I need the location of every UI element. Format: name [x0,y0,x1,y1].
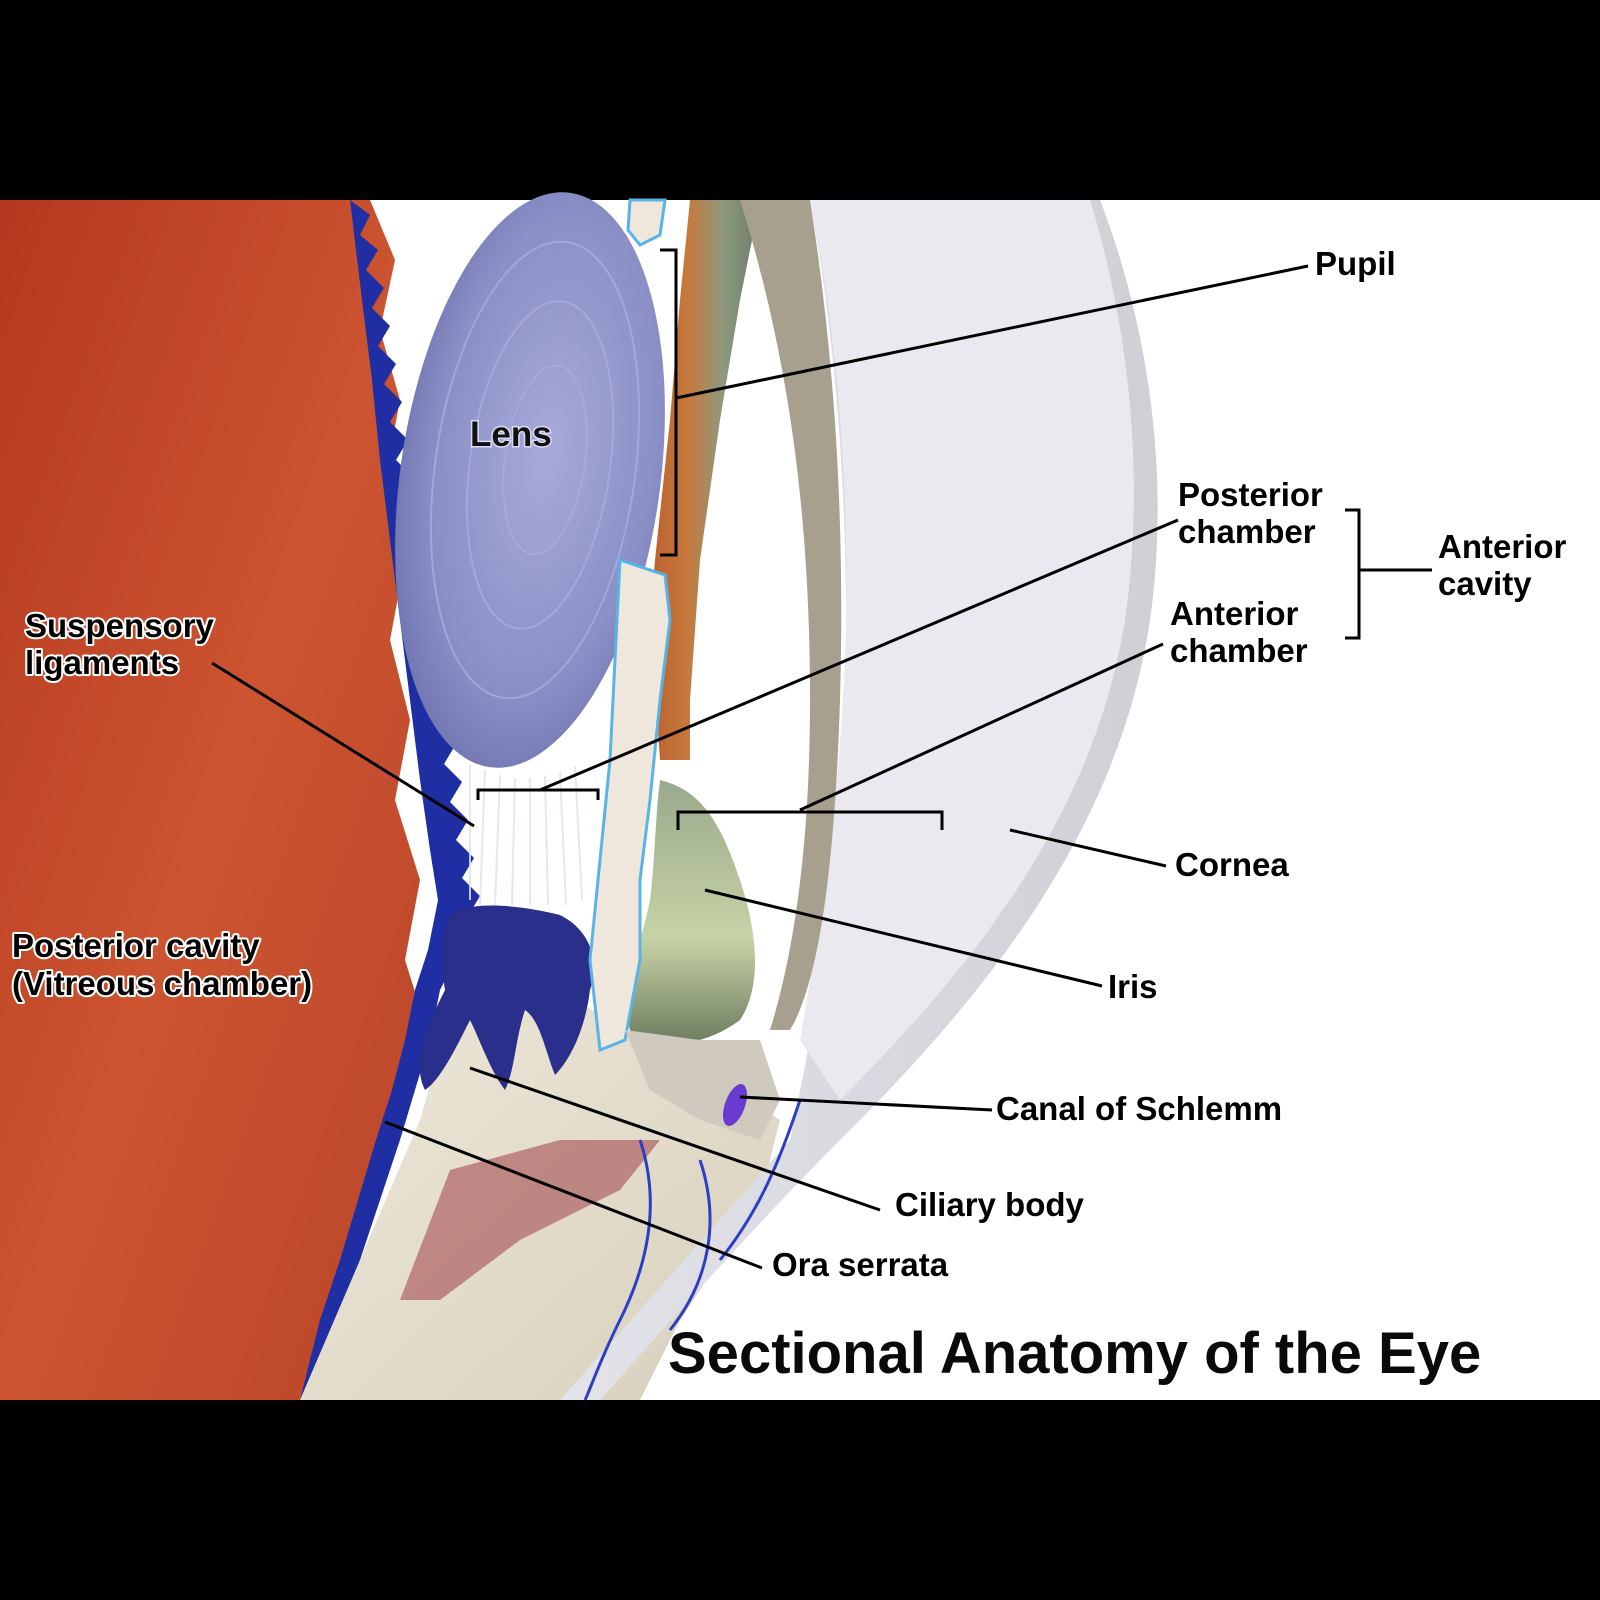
vitreous-chamber [0,200,430,1400]
label-posterior-chamber-line1: Posterior [1178,476,1323,513]
label-posterior-chamber-line2: chamber [1178,513,1316,550]
label-iris: Iris [1108,968,1158,1005]
diagram-title: Sectional Anatomy of the Eye [668,1321,1481,1386]
label-pupil: Pupil [1315,245,1396,282]
leader-lines [211,248,1432,1270]
iris-lower [627,780,755,1044]
label-posterior-cavity-line1: Posterior cavity [12,927,260,964]
label-ciliary-body: Ciliary body [895,1186,1085,1223]
canal-of-schlemm-shape [722,1084,748,1126]
label-anterior-cavity-line2: cavity [1438,565,1532,602]
lens-rings [429,240,641,700]
label-anterior-chamber-line1: Anterior [1170,595,1299,632]
label-canal-of-schlemm: Canal of Schlemm [996,1090,1282,1127]
suspensory-ligament-fibers [469,765,583,906]
retina-band [300,200,480,1400]
iris-tip [626,198,667,247]
ciliary-muscle [400,1140,660,1300]
label-suspensory-ligaments-line2: ligaments [25,644,179,681]
ciliary-body-band [588,557,672,1053]
label-anterior-cavity-line1: Anterior [1438,528,1567,565]
label-lens: Lens [470,415,552,454]
corneal-stroma [740,200,842,1030]
label-anterior-chamber-line2: chamber [1170,632,1308,669]
ciliary-processes [419,905,594,1090]
label-ora-serrata: Ora serrata [772,1246,949,1283]
label-suspensory-ligaments-line1: Suspensory [25,607,215,644]
label-cornea: Cornea [1175,846,1289,883]
scleral-vessels [583,1099,802,1401]
cornea-inner [800,200,1134,1100]
label-posterior-cavity-line2: (Vitreous chamber) [12,965,312,1002]
